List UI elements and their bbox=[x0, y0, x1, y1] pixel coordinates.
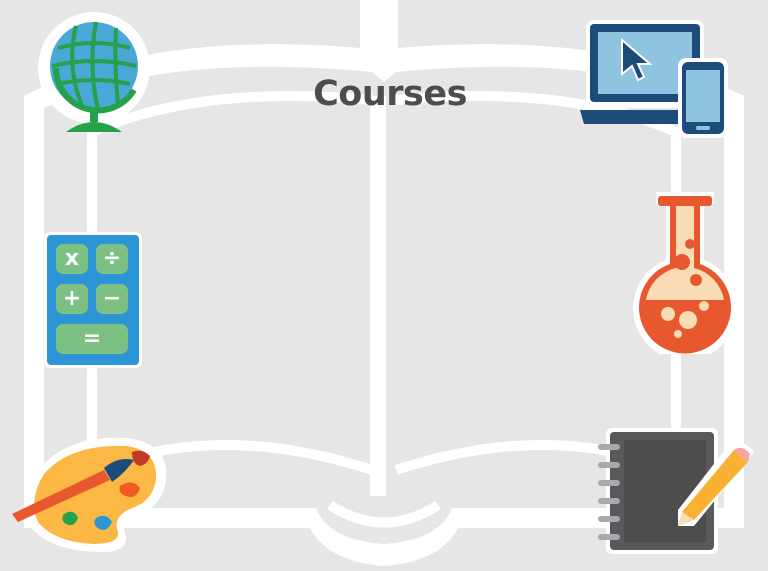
calc-key-plus[interactable]: + bbox=[56, 284, 88, 314]
globe-icon[interactable] bbox=[36, 8, 152, 136]
laptop-phone-icon[interactable] bbox=[580, 18, 730, 140]
calc-key-minus[interactable]: − bbox=[96, 284, 128, 314]
paint-palette-icon[interactable] bbox=[8, 430, 174, 556]
notebook-pencil-icon[interactable] bbox=[594, 426, 760, 558]
book-bottom-fold bbox=[327, 500, 441, 528]
calc-key-multiply[interactable]: x bbox=[56, 244, 88, 274]
calc-key-equals[interactable]: = bbox=[56, 324, 128, 354]
book-spine bbox=[370, 96, 386, 496]
calculator-icon[interactable]: x ÷ + − = bbox=[44, 232, 142, 368]
flask-icon[interactable] bbox=[626, 190, 744, 354]
page-title: Courses bbox=[313, 74, 467, 114]
calc-key-divide[interactable]: ÷ bbox=[96, 244, 128, 274]
